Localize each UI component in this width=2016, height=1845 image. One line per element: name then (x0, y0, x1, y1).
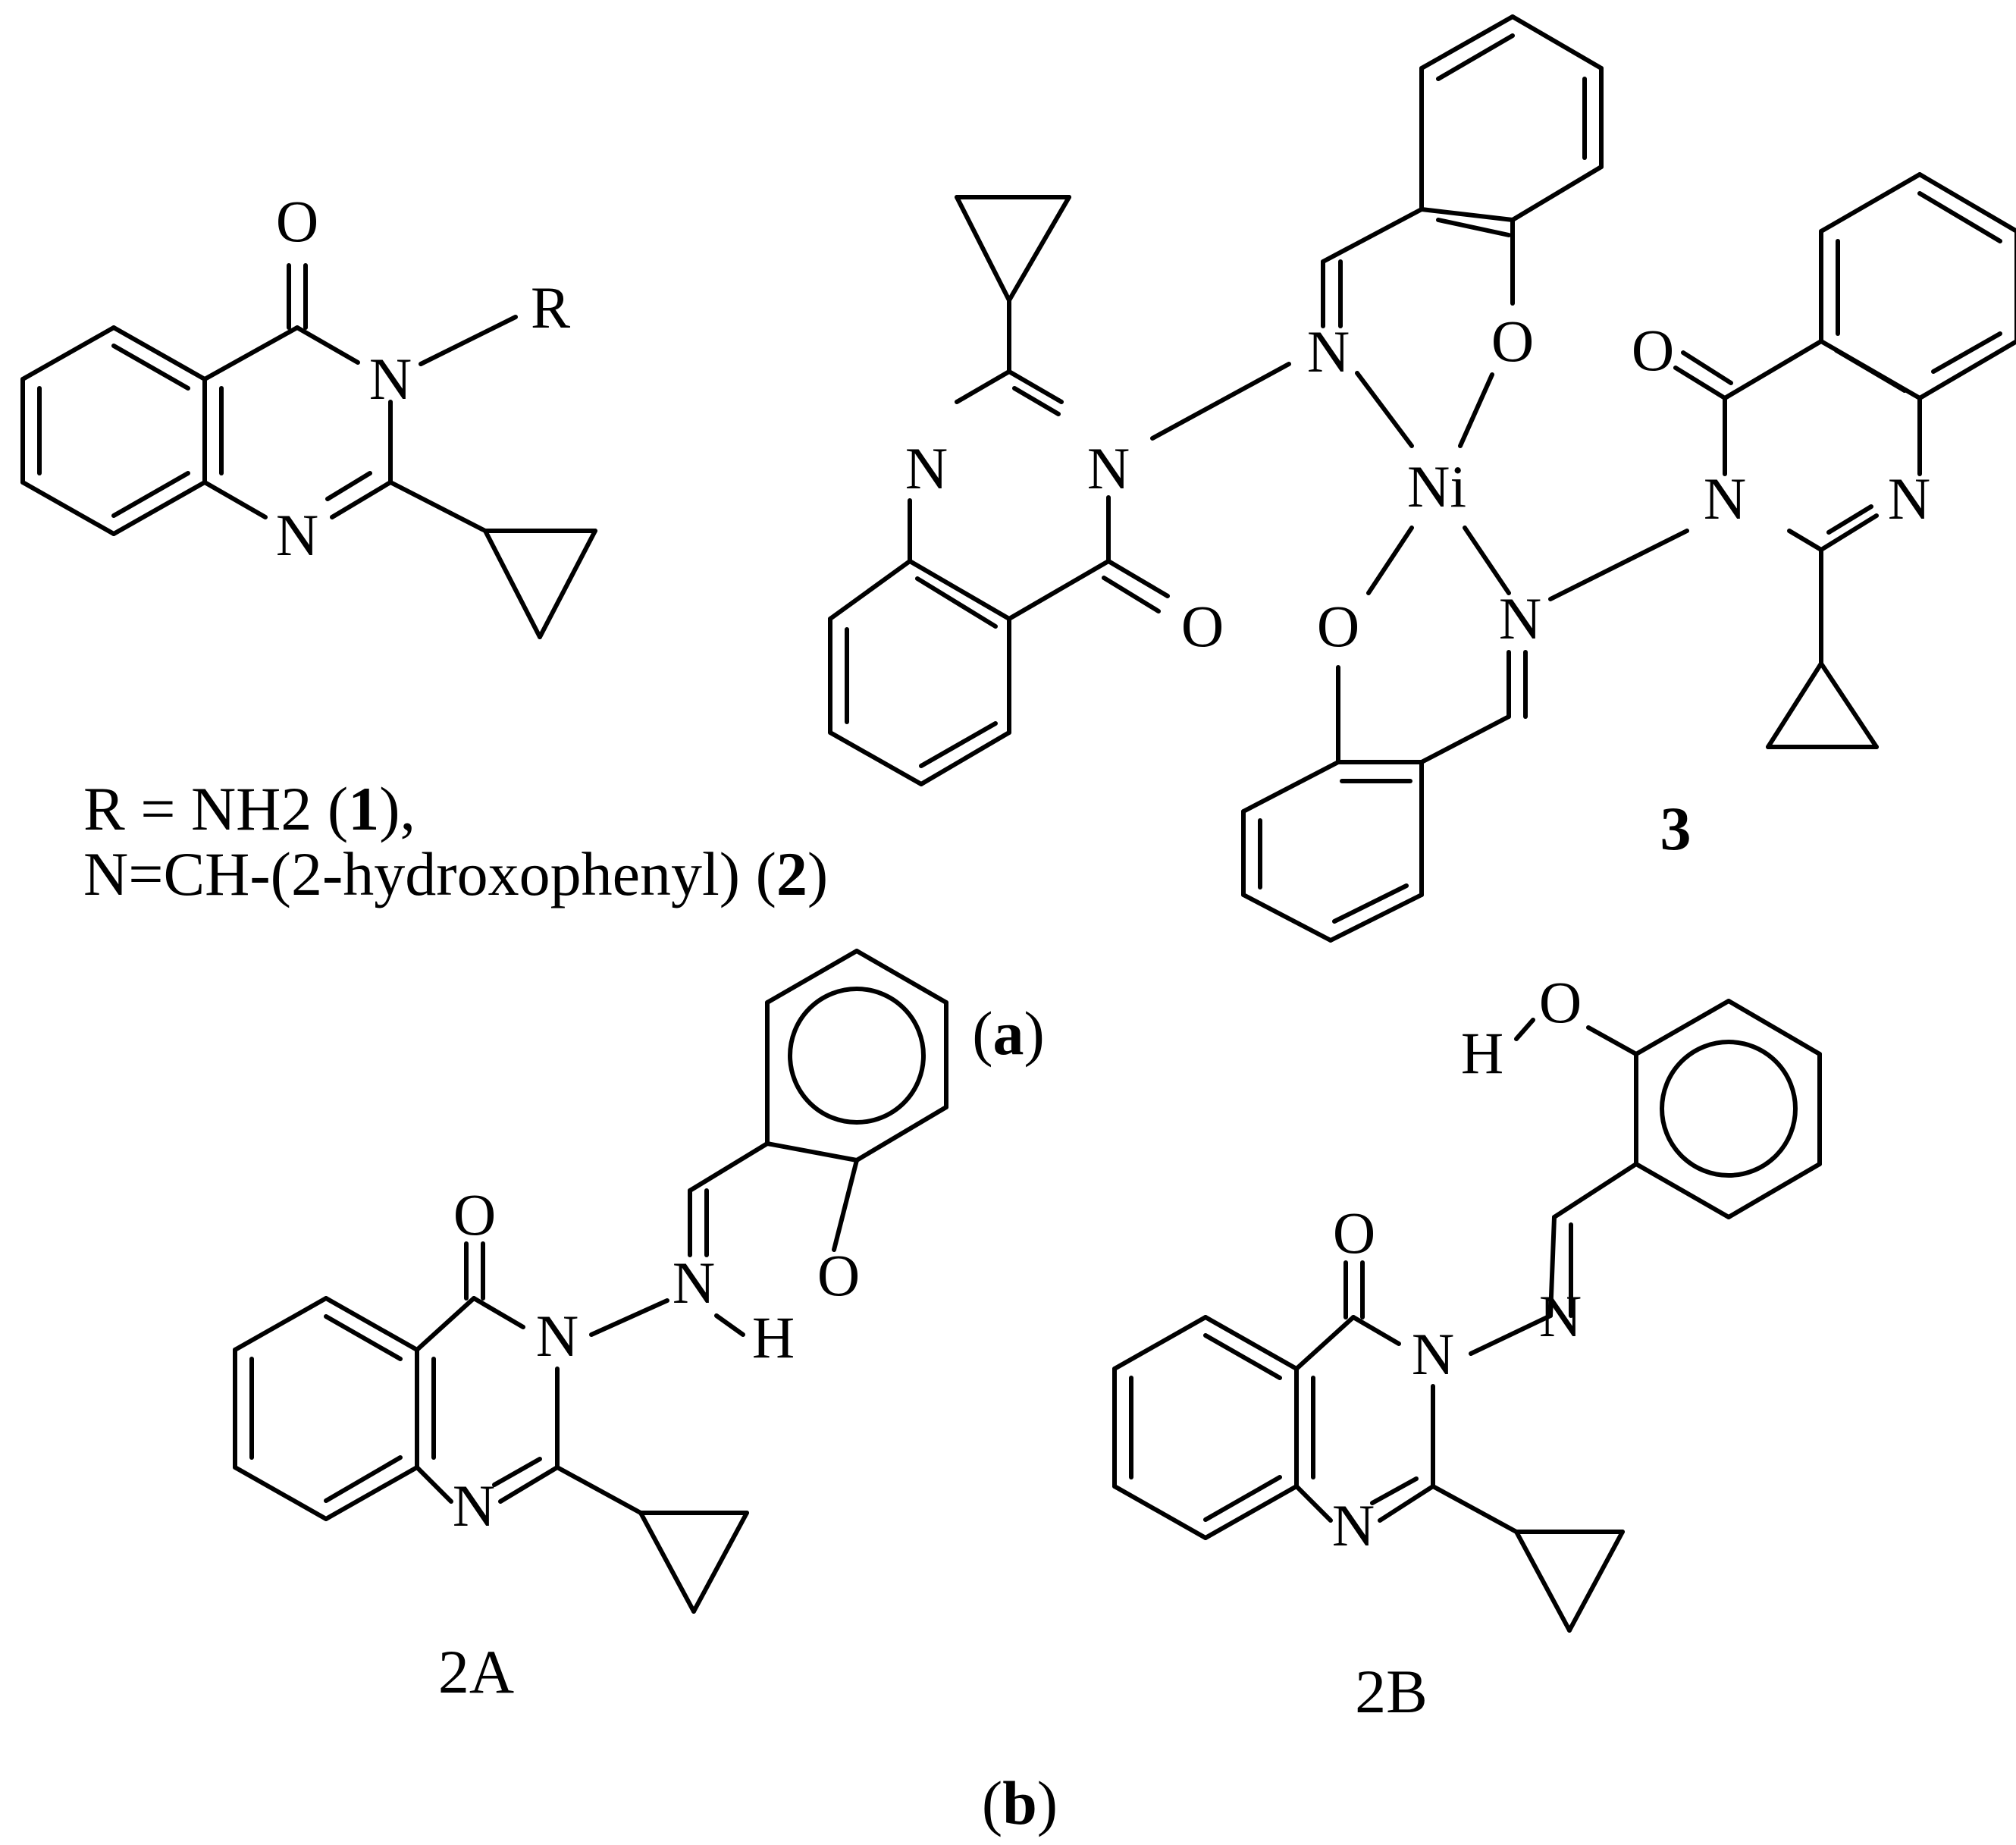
atom-label-n: N (1704, 466, 1746, 532)
tautomer-label-2B: 2B (1355, 1657, 1428, 1726)
nickel-complex-3: N N O N O Ni O N N O N 3 (828, 14, 2016, 943)
atom-label-h: H (1461, 1020, 1503, 1086)
compound-number-3: 3 (1660, 794, 1691, 863)
atom-label-o: O (1317, 593, 1359, 659)
atom-label-n: N (1087, 435, 1130, 501)
tautomer-2B-structure: O N N H O N 2B (1112, 969, 1822, 1726)
nickel-atom-label: Ni (1407, 453, 1466, 519)
atom-label-n: N (276, 502, 318, 568)
atom-label-o: O (1539, 969, 1582, 1035)
atom-label-o: O (453, 1181, 496, 1247)
atom-label-n: N (1307, 318, 1350, 384)
atom-label-n: N (1539, 1283, 1582, 1349)
atom-label-o: O (276, 188, 318, 254)
atom-label-o: O (1181, 593, 1224, 659)
atom-label-o: O (1333, 1200, 1375, 1266)
substituent-legend-line-2: N=CH-(2-hydroxophenyl) (2) (83, 839, 828, 908)
substituent-legend-line-1: R = NH2 (1), (83, 774, 415, 843)
atom-label-o: O (1632, 317, 1674, 383)
quinazolinone-general-structure: O N R N (20, 188, 597, 639)
atom-label-n: N (1412, 1321, 1454, 1387)
atom-label-n: N (453, 1473, 495, 1539)
tautomer-label-2A: 2A (438, 1637, 514, 1706)
atom-label-n: N (905, 435, 948, 501)
atom-label-n: N (1888, 466, 1930, 532)
r-substituent-label: R (531, 275, 570, 340)
panel-caption-b: (b) (982, 1768, 1058, 1837)
atom-label-o: O (817, 1242, 860, 1308)
atom-label-n: N (536, 1303, 578, 1369)
atom-label-h: H (752, 1304, 795, 1370)
atom-label-o: O (1491, 308, 1534, 374)
atom-label-n: N (673, 1250, 715, 1316)
atom-label-n: N (1332, 1492, 1375, 1558)
atom-label-n: N (1499, 585, 1541, 651)
tautomer-2A-structure: O N N H O N 2A (233, 949, 948, 1706)
atom-label-n: N (369, 346, 412, 412)
panel-caption-a: (a) (972, 999, 1045, 1068)
